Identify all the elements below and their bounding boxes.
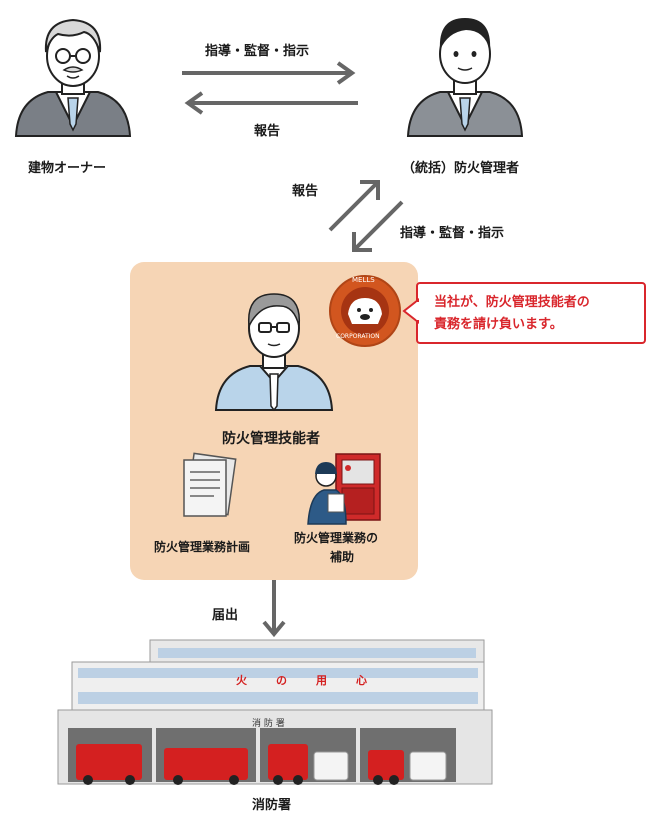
fire-station-illustration [57,639,493,785]
callout-line1: 当社が、防火管理技能者の [434,295,590,310]
arrow-down-label: 指導・監督・指示 [400,226,505,241]
company-logo [329,275,401,347]
logo-text-top: MELLS [352,276,375,284]
arrow-down-icon [262,580,286,638]
banner-char-4: 心 [356,674,367,687]
arrow-right-icon [182,61,356,85]
assist-label-line2: 補助 [330,550,355,564]
arrow-down-diagonal-icon [352,200,404,252]
fire-manager-figure [406,18,524,137]
station-sign: 消 防 署 [252,719,285,729]
banner-char-2: の [276,674,287,687]
arrow-up-label: 報告 [292,184,319,199]
fire-plan-label: 防火管理業務計画 [154,540,251,554]
banner-char-3: 用 [316,674,327,687]
filing-label: 届出 [212,608,239,623]
fire-station-label: 消防署 [252,798,292,813]
arrow-left-icon [184,91,358,115]
banner-char-1: 火 [236,674,247,687]
worker-hydrant-icon [307,453,381,525]
building-owner-figure [14,18,132,137]
arrow-right-label: 指導・監督・指示 [205,44,310,59]
fire-technician-label: 防火管理技能者 [222,431,320,447]
documents-icon [183,452,237,517]
fire-manager-label: （統括）防火管理者 [402,161,520,176]
fire-technician-figure [214,293,334,412]
assist-label-line1: 防火管理業務の [294,531,379,545]
callout-pointer [402,297,420,325]
callout-line2: 責務を請け負います。 [434,317,563,332]
building-owner-label: 建物オーナー [28,161,107,176]
arrow-left-label: 報告 [254,124,281,139]
arrow-up-diagonal-icon [328,180,380,232]
logo-text-bottom: CORPORATION [336,333,380,340]
company-callout: 当社が、防火管理技能者の 責務を請け負います。 [416,282,646,344]
